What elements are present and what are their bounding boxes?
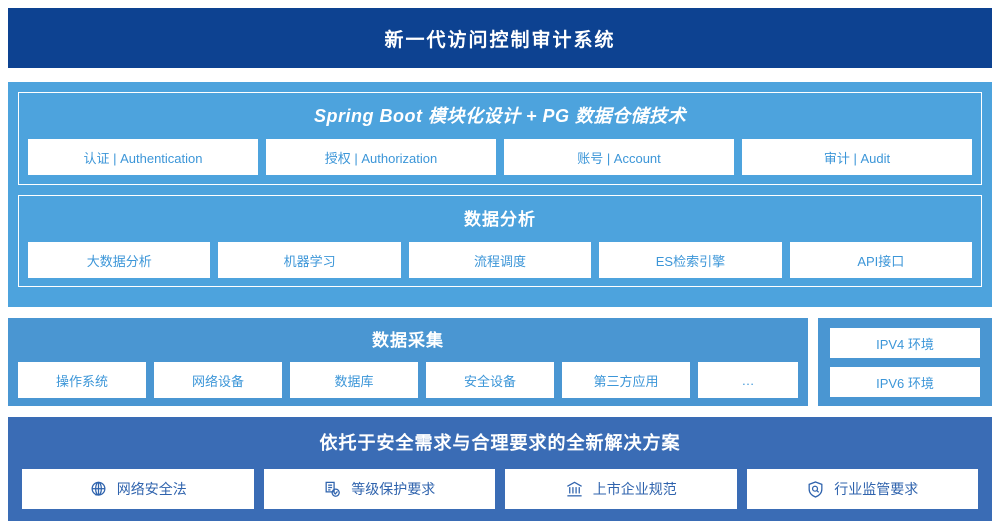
solution-section-title: 依托于安全需求与合理要求的全新解决方案	[319, 433, 681, 453]
page-title: 新一代访问控制审计系统	[384, 29, 616, 51]
springboot-chip-authentication[interactable]: 认证 | Authentication	[28, 139, 258, 175]
chip-label: 数据库	[334, 373, 374, 389]
document-check-icon	[323, 480, 342, 499]
collect-chip-row: 操作系统 网络设备 数据库 安全设备 第三方应用 …	[18, 362, 798, 398]
chip-label: …	[741, 372, 755, 388]
collect-chip-operating-system[interactable]: 操作系统	[18, 362, 146, 398]
analysis-group: 数据分析 大数据分析 机器学习 流程调度 ES检索引擎 API接口	[18, 195, 982, 287]
chip-label: 上市企业规范	[592, 481, 677, 497]
springboot-chip-audit[interactable]: 审计 | Audit	[742, 139, 972, 175]
analysis-chip-api[interactable]: API接口	[789, 242, 973, 278]
page-header: 新一代访问控制审计系统	[8, 8, 992, 68]
chip-label: 等级保护要求	[351, 481, 436, 497]
platform-section: Spring Boot 模块化设计 + PG 数据仓储技术 认证 | Authe…	[8, 82, 992, 307]
chip-label: 认证 | Authentication	[83, 150, 203, 166]
springboot-chip-row: 认证 | Authentication 授权 | Authorization 账…	[28, 139, 972, 175]
chip-label: 审计 | Audit	[823, 150, 891, 166]
analysis-chip-es-search-engine[interactable]: ES检索引擎	[599, 242, 782, 278]
chip-label: 授权 | Authorization	[324, 150, 438, 166]
solution-chip-classified-protection[interactable]: 等级保护要求	[263, 469, 495, 509]
environment-chip-ipv6[interactable]: IPV6 环境	[830, 367, 980, 397]
solution-chip-cybersecurity-law[interactable]: 网络安全法	[22, 469, 254, 509]
chip-label: 大数据分析	[86, 253, 152, 269]
chip-label: 第三方应用	[593, 373, 659, 389]
chip-label: IPV4 环境	[876, 336, 934, 352]
collect-chip-database[interactable]: 数据库	[290, 362, 418, 398]
springboot-chip-authorization[interactable]: 授权 | Authorization	[266, 139, 496, 175]
analysis-chip-process-scheduling[interactable]: 流程调度	[408, 242, 592, 278]
chip-label: 账号 | Account	[577, 150, 661, 166]
solution-section: 依托于安全需求与合理要求的全新解决方案 网络安全法	[8, 417, 992, 521]
chip-label: 流程调度	[474, 253, 527, 269]
collect-chip-network-device[interactable]: 网络设备	[154, 362, 282, 398]
chip-label: API接口	[857, 253, 905, 269]
bank-icon	[565, 480, 584, 499]
chip-label: 网络设备	[191, 373, 244, 389]
shield-search-icon	[806, 480, 825, 499]
chip-label: IPV6 环境	[876, 375, 934, 391]
analysis-chip-bigdata[interactable]: 大数据分析	[28, 242, 211, 278]
globe-icon	[89, 480, 108, 499]
chip-label: 安全设备	[463, 373, 516, 389]
environment-chip-ipv4[interactable]: IPV4 环境	[830, 328, 980, 358]
chip-label: 网络安全法	[116, 481, 187, 497]
solution-chip-listed-company-standard[interactable]: 上市企业规范	[505, 469, 737, 509]
collect-chip-third-party-app[interactable]: 第三方应用	[562, 362, 690, 398]
collect-chip-security-device[interactable]: 安全设备	[426, 362, 554, 398]
collect-section: 数据采集 操作系统 网络设备 数据库 安全设备 第三方应用 …	[8, 318, 808, 406]
collect-chip-more[interactable]: …	[698, 362, 798, 398]
solution-chip-industry-regulation[interactable]: 行业监管要求	[746, 469, 978, 509]
analysis-chip-machine-learning[interactable]: 机器学习	[218, 242, 401, 278]
chip-label: 操作系统	[55, 373, 108, 389]
analysis-chip-row: 大数据分析 机器学习 流程调度 ES检索引擎 API接口	[28, 242, 973, 278]
springboot-chip-account[interactable]: 账号 | Account	[504, 139, 734, 175]
chip-label: 行业监管要求	[834, 481, 919, 497]
environment-section: IPV4 环境 IPV6 环境	[818, 318, 992, 406]
solution-chip-row: 网络安全法 等级保护要求	[22, 469, 978, 509]
springboot-group-title: Spring Boot 模块化设计 + PG 数据仓储技术	[313, 106, 686, 126]
analysis-group-title: 数据分析	[464, 210, 536, 229]
chip-label: 机器学习	[283, 253, 336, 269]
chip-label: ES检索引擎	[655, 253, 726, 269]
collect-section-title: 数据采集	[372, 331, 444, 350]
springboot-group: Spring Boot 模块化设计 + PG 数据仓储技术 认证 | Authe…	[18, 92, 982, 185]
